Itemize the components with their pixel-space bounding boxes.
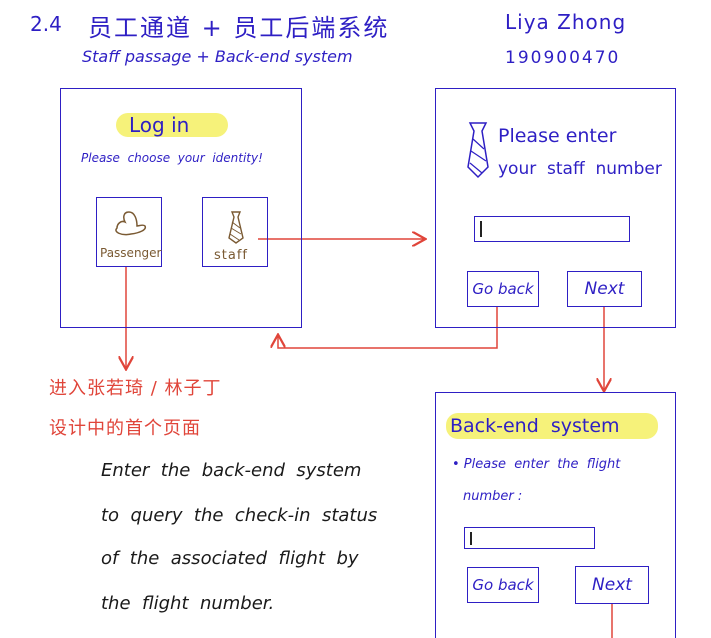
staff-number-input[interactable]: [474, 216, 630, 242]
backend-next-button[interactable]: Next: [575, 566, 649, 604]
staff-number-screen: Please enter your staff number Go back N…: [435, 88, 676, 328]
backend-title-highlight: [446, 413, 658, 439]
tie-icon: [228, 211, 244, 244]
title-english: Staff passage + Back-end system: [82, 47, 353, 66]
staff-prompt-line1: Please enter: [498, 125, 617, 147]
login-title-highlight: [116, 113, 228, 137]
passenger-button[interactable]: Passenger: [96, 197, 162, 267]
input-caret: [480, 221, 482, 237]
backend-screen: Back-end system • Please enter the fligh…: [435, 392, 676, 638]
backend-prompt-line1: • Please enter the flight: [452, 457, 621, 472]
login-title: Log in: [129, 113, 190, 137]
note-english-line3: of the associated flight by: [101, 548, 359, 569]
input-caret: [470, 532, 472, 545]
note-english-line4: the flight number.: [101, 593, 275, 614]
note-english-line1: Enter the back-end system: [101, 460, 362, 481]
staff-button[interactable]: staff: [202, 197, 268, 267]
note-chinese-line2: 设计中的首个页面: [49, 418, 201, 439]
go-back-button[interactable]: Go back: [467, 271, 539, 307]
staff-label: staff: [214, 248, 248, 263]
section-number: 2.4: [30, 12, 62, 36]
author-name: Liya Zhong: [505, 10, 627, 34]
login-prompt: Please choose your identity!: [81, 151, 263, 165]
hat-icon: [115, 211, 147, 236]
student-id: 190900470: [505, 48, 621, 68]
passenger-label: Passenger: [100, 246, 162, 260]
flight-number-input[interactable]: [464, 527, 595, 549]
backend-title: Back-end system: [450, 415, 620, 437]
tie-icon: [467, 122, 489, 179]
note-chinese-line1: 进入张若琦 / 林子丁: [49, 378, 222, 399]
next-button[interactable]: Next: [567, 271, 642, 307]
note-english-line2: to query the check-in status: [101, 505, 378, 526]
backend-go-back-button[interactable]: Go back: [467, 567, 539, 603]
staff-prompt-line2: your staff number: [498, 159, 662, 179]
title-chinese: 员工通道 + 员工后端系统: [88, 14, 390, 42]
login-screen: Log in Please choose your identity! Pass…: [60, 88, 302, 328]
backend-prompt-line2: number :: [463, 489, 523, 504]
